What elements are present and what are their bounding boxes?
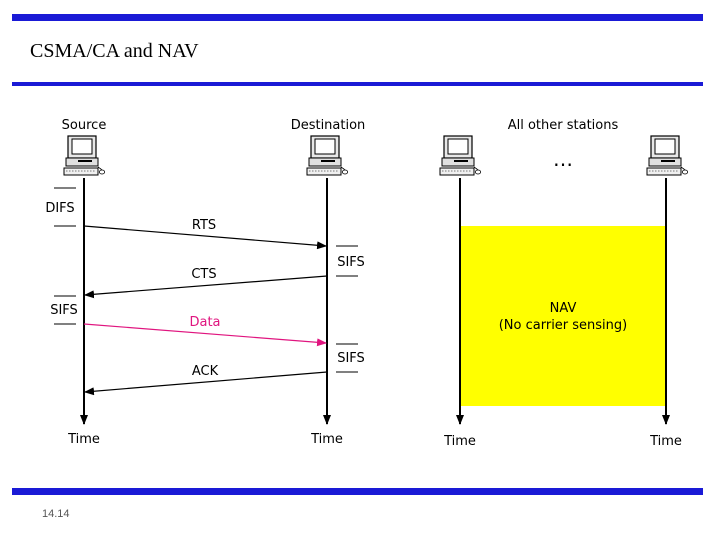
source-time-label: Time: [67, 432, 100, 447]
top-divider-bar: [12, 14, 703, 21]
nav-block: [461, 226, 666, 406]
source-label: Source: [62, 118, 107, 133]
cts-arrow: [84, 275, 328, 299]
destination-label: Destination: [291, 118, 366, 133]
rts-arrow: [83, 225, 327, 250]
cts-label: CTS: [191, 267, 216, 282]
title-divider-bar: [12, 82, 703, 86]
destination-time-label: Time: [310, 432, 343, 447]
other-stations-label: All other stations: [508, 118, 619, 133]
bottom-divider-bar: [12, 488, 703, 495]
rts-label: RTS: [192, 218, 216, 233]
destination-computer-icon: [306, 135, 349, 176]
nav-label: NAV: [550, 301, 577, 316]
source-computer-icon: [63, 135, 106, 176]
nav-description: (No carrier sensing): [499, 318, 628, 333]
other-station-2-computer-icon: [646, 135, 689, 176]
data-arrow: [83, 323, 327, 347]
difs-label: DIFS: [45, 201, 74, 216]
other-station-1-time-label: Time: [443, 434, 476, 449]
ack-label: ACK: [192, 364, 219, 379]
other-station-1-computer-icon: [439, 135, 482, 176]
slide-number: 14.14: [42, 508, 70, 520]
sifs-3-label: SIFS: [337, 351, 365, 366]
slide-title: CSMA/CA and NAV: [30, 40, 199, 62]
ack-arrow: [84, 371, 328, 396]
data-label: Data: [189, 315, 220, 330]
sifs-1-label: SIFS: [337, 255, 365, 270]
other-station-2-time-label: Time: [649, 434, 682, 449]
more-stations-ellipsis: …: [553, 147, 573, 171]
sifs-2-label: SIFS: [50, 303, 78, 318]
